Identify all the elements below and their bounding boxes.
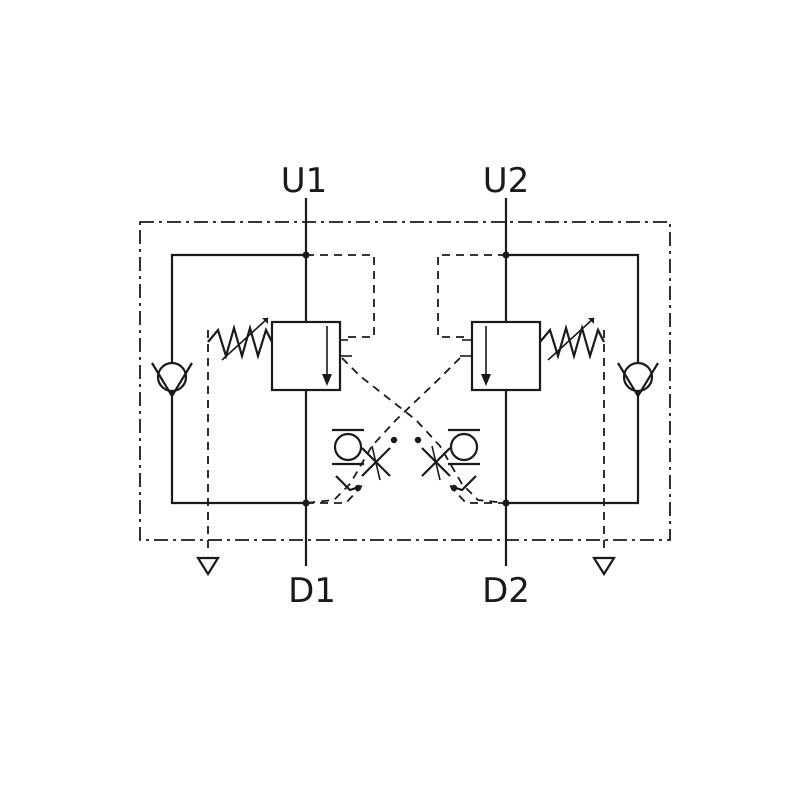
check-valve-icon bbox=[151, 361, 193, 399]
junction-dot bbox=[450, 484, 458, 492]
adjustable-spring-icon bbox=[539, 317, 605, 361]
pilot-line-u1 bbox=[306, 254, 375, 338]
pilot-line-d1 bbox=[306, 489, 359, 504]
left-valve-group bbox=[151, 198, 507, 577]
tank-icon bbox=[196, 556, 220, 577]
port-label-d2: D2 bbox=[482, 571, 530, 611]
tank-icon bbox=[592, 556, 616, 577]
cross-pilot-left bbox=[341, 357, 507, 504]
valve-block-boundary bbox=[139, 221, 671, 541]
pilot-line-u2 bbox=[437, 254, 506, 338]
shuttle-valve-icon bbox=[448, 428, 480, 466]
port-label-u1: U1 bbox=[281, 161, 328, 201]
junction-dot bbox=[390, 436, 398, 444]
flow-arrowhead-right bbox=[481, 374, 491, 386]
junction-dot bbox=[354, 484, 362, 492]
junction-dot bbox=[414, 436, 422, 444]
port-label-d1: D1 bbox=[288, 571, 336, 611]
adjustable-spring-icon bbox=[207, 317, 273, 361]
flow-arrowhead-left bbox=[322, 374, 332, 386]
right-valve-group bbox=[305, 198, 659, 577]
counterbalance-valve-body-left bbox=[270, 320, 342, 392]
cross-pilot-right bbox=[305, 357, 461, 504]
counterbalance-valve-body-right bbox=[470, 320, 542, 392]
shuttle-valve-icon bbox=[332, 428, 364, 466]
check-valve-icon bbox=[617, 361, 659, 399]
port-label-u2: U2 bbox=[483, 161, 530, 201]
